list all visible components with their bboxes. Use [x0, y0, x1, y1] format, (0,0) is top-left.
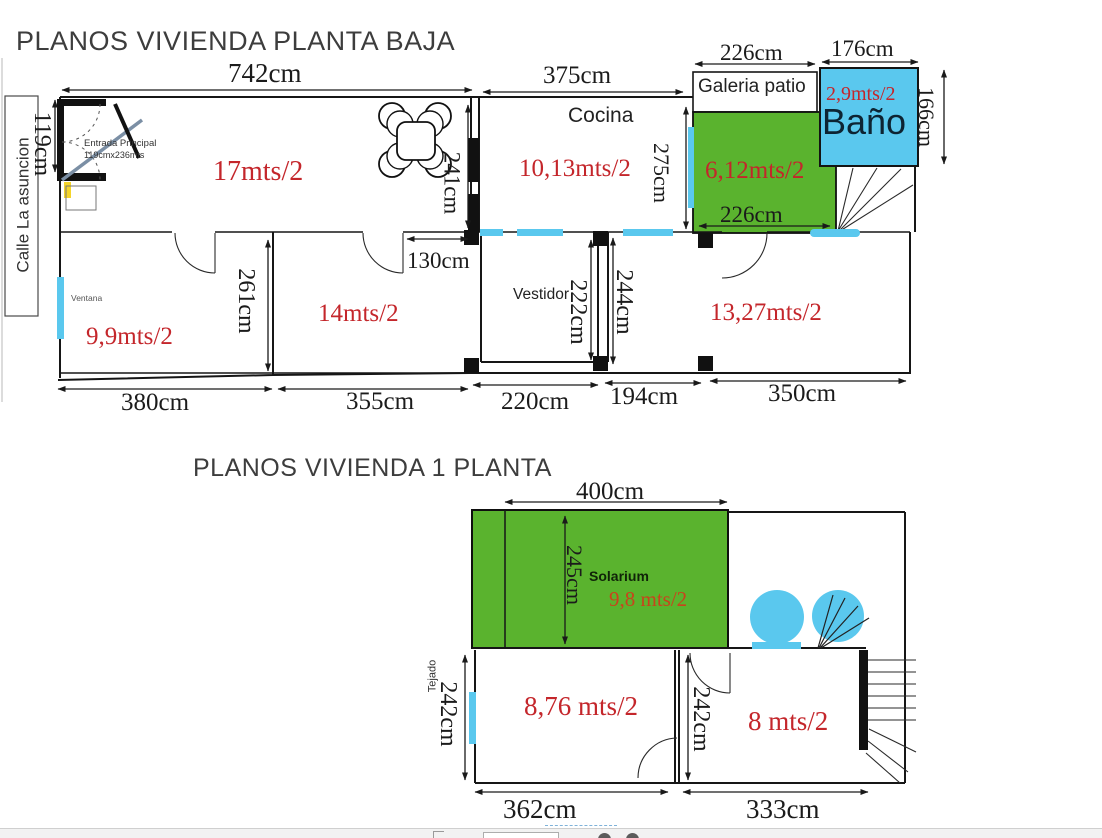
dim-119: 119cm: [29, 111, 55, 177]
plan1-door-arcs: [174, 232, 768, 279]
room2-area: 8 mts/2: [748, 706, 829, 736]
dim-241: 241cm: [439, 151, 465, 215]
terrace-plant-icons: [750, 590, 870, 649]
dim-261: 261cm: [233, 268, 259, 334]
street-name-box: [4, 95, 39, 317]
street-name-label: Calle La asuncion: [13, 137, 33, 273]
entrance-door: [60, 103, 144, 211]
entrance-label-line1: Entrada Principal: [84, 138, 157, 149]
dim-220: 220cm: [501, 388, 570, 415]
dim-355: 355cm: [346, 388, 415, 415]
dim-242-left: 242cm: [435, 681, 461, 747]
dining-table-icon: [378, 102, 452, 178]
dim-275: 275cm: [649, 143, 674, 203]
plan2-windows: [469, 642, 801, 744]
plan1-title: PLANOS VIVIENDA PLANTA BAJA: [16, 26, 456, 56]
gallery-patio-label: Galeria patio: [698, 76, 806, 97]
living-area: 17mts/2: [213, 156, 304, 187]
faint-link-remnant: [545, 823, 617, 826]
dim-380: 380cm: [121, 389, 190, 416]
dim-242-mid: 242cm: [688, 686, 714, 752]
dim-333: 333cm: [746, 794, 820, 824]
patio-green-area: [692, 111, 837, 234]
bathroom-area: 2,9mts/2: [826, 83, 896, 105]
bedroom3-area: 13,27mts/2: [710, 299, 822, 326]
dim-375: 375cm: [543, 62, 612, 89]
entrance-label-line2: 119cmx236mts: [84, 150, 145, 160]
patio-area: 6,12mts/2: [705, 157, 805, 184]
bedroom1-area: 9,9mts/2: [86, 323, 173, 350]
dim-222: 222cm: [565, 279, 591, 345]
entrance-marker: [64, 182, 71, 198]
dim-130: 130cm: [407, 248, 470, 273]
palm-leaves-icon: [817, 594, 870, 649]
dressing-label: Vestidor: [513, 286, 570, 303]
solarium-green-area: [471, 509, 729, 649]
dim-226-bottom: 226cm: [720, 202, 783, 227]
toolbar-button-2[interactable]: [626, 833, 639, 838]
dim-350: 350cm: [768, 380, 837, 407]
kitchen-area: 10,13mts/2: [519, 155, 631, 182]
toolbar-glyph[interactable]: [433, 831, 444, 838]
plan2-title: PLANOS VIVIENDA 1 PLANTA: [193, 454, 552, 482]
window-label: Ventana: [71, 293, 103, 303]
dim-400: 400cm: [576, 478, 645, 505]
dim-245: 245cm: [562, 545, 587, 605]
plan1-columns: [464, 230, 713, 373]
plan1-linework: [4, 59, 947, 392]
stairs-icon-plan2: [865, 659, 917, 784]
dim-166: 166cm: [914, 87, 939, 147]
bathroom-label: Baño: [822, 101, 907, 142]
dim-226-top: 226cm: [720, 40, 783, 65]
stairs-wall: [859, 650, 868, 750]
kitchen-label: Cocina: [568, 104, 634, 127]
bathroom-blue-area: [819, 67, 919, 167]
solarium-area: 9,8 mts/2: [609, 587, 688, 611]
dim-176: 176cm: [831, 36, 894, 61]
bedroom2-area: 14mts/2: [318, 300, 399, 327]
plan2-door-arcs: [637, 652, 731, 779]
plan1-dimension-arrows: [52, 59, 947, 392]
solarium-label: Solarium: [589, 568, 649, 584]
room1-area: 8,76 mts/2: [524, 691, 639, 721]
toolbar-input[interactable]: [483, 832, 559, 838]
plan1-wall-bars: [57, 99, 479, 234]
plan2-dimension-arrows: [462, 499, 869, 795]
plan1-windows: [57, 127, 860, 339]
stairs-icon-plan1: [837, 167, 914, 232]
dim-194: 194cm: [610, 383, 679, 410]
dim-244: 244cm: [611, 269, 637, 335]
dim-742: 742cm: [228, 58, 302, 88]
plan2-linework: [462, 499, 917, 795]
gallery-patio-box: [692, 71, 818, 113]
toolbar-button-1[interactable]: [598, 833, 611, 838]
dim-362: 362cm: [503, 794, 577, 824]
